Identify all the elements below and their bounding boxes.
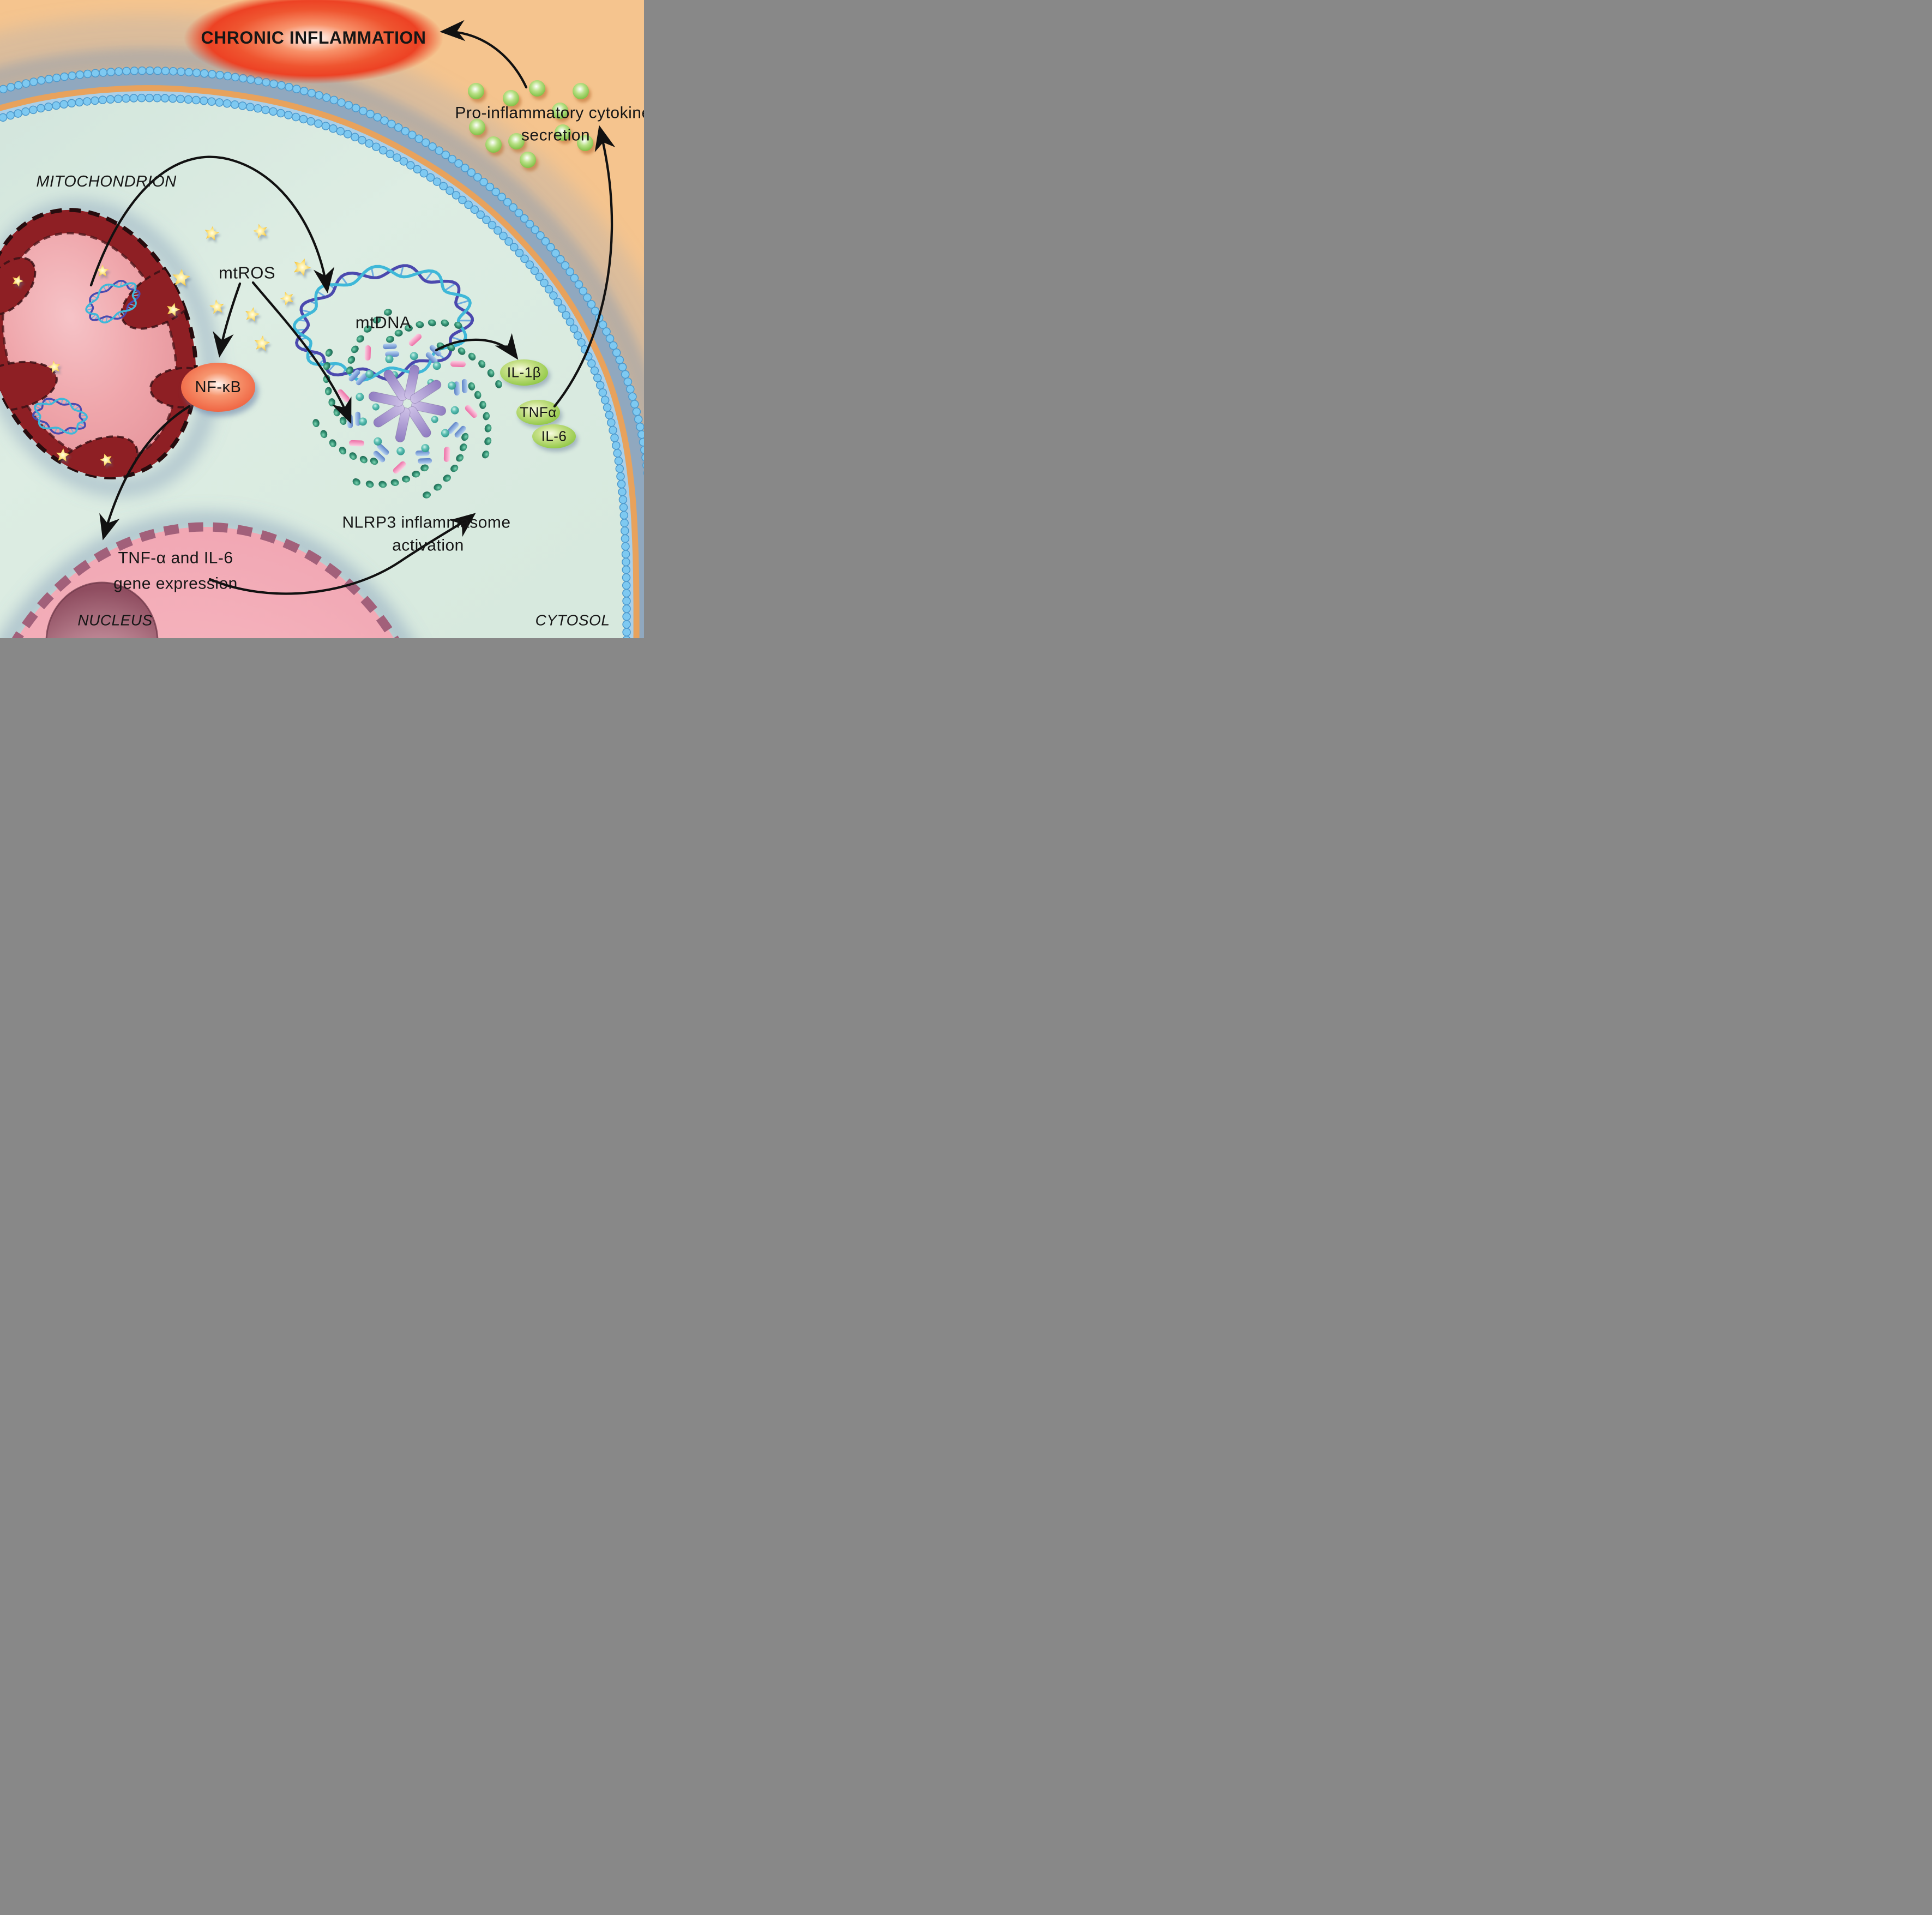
tnfa-label: TNFα	[520, 404, 557, 421]
arrow-6	[208, 513, 476, 595]
cell-interior	[0, 15, 644, 638]
flow-arrows	[89, 20, 616, 595]
il1b-label: IL-1β	[507, 364, 541, 381]
arrow-5	[99, 405, 191, 541]
arrow-1	[89, 155, 335, 293]
chronic-inflammation-glow	[184, 0, 443, 84]
cytokine-bubbles	[181, 359, 576, 448]
gene-expression-label-line1: TNF-α and IL-6	[118, 549, 233, 567]
cell-membrane	[0, 66, 644, 638]
chronic-inflammation-label: CHRONIC INFLAMMATION	[201, 28, 426, 48]
pathway-diagram: CHRONIC INFLAMMATION MITOCHONDRION mtROS…	[0, 0, 644, 638]
secretion-label-line1: Pro-inflammatory cytokine	[455, 104, 644, 122]
arrow-3	[251, 281, 352, 424]
arrow-7	[553, 125, 616, 408]
mtdna-graphic	[32, 264, 474, 435]
nucleus-graphic	[1, 514, 410, 638]
mtros-label: mtROS	[218, 263, 276, 283]
il6-label: IL-6	[541, 428, 567, 445]
arrow-4	[435, 333, 519, 360]
secretion-label-line2: secretion	[521, 126, 591, 145]
gene-expression-label-line2: gene expression	[113, 574, 238, 593]
arrow-2	[213, 282, 242, 358]
diagram-canvas	[0, 0, 644, 638]
mitochondrion-label: MITOCHONDRION	[36, 172, 177, 190]
cytosol-label: CYTOSOL	[535, 611, 610, 629]
nlrp3-label-line2: activation	[392, 536, 464, 555]
mtros-star-icons	[12, 224, 311, 466]
secreted-cytokine-dots	[468, 80, 593, 168]
nfkb-label: NF-κB	[195, 378, 242, 396]
arrow-8	[440, 20, 528, 89]
nucleus-label: NUCLEUS	[77, 611, 153, 629]
mtdna-label: mtDNA	[355, 313, 412, 332]
nlrp3-label-line1: NLRP3 inflammasome	[342, 513, 511, 532]
